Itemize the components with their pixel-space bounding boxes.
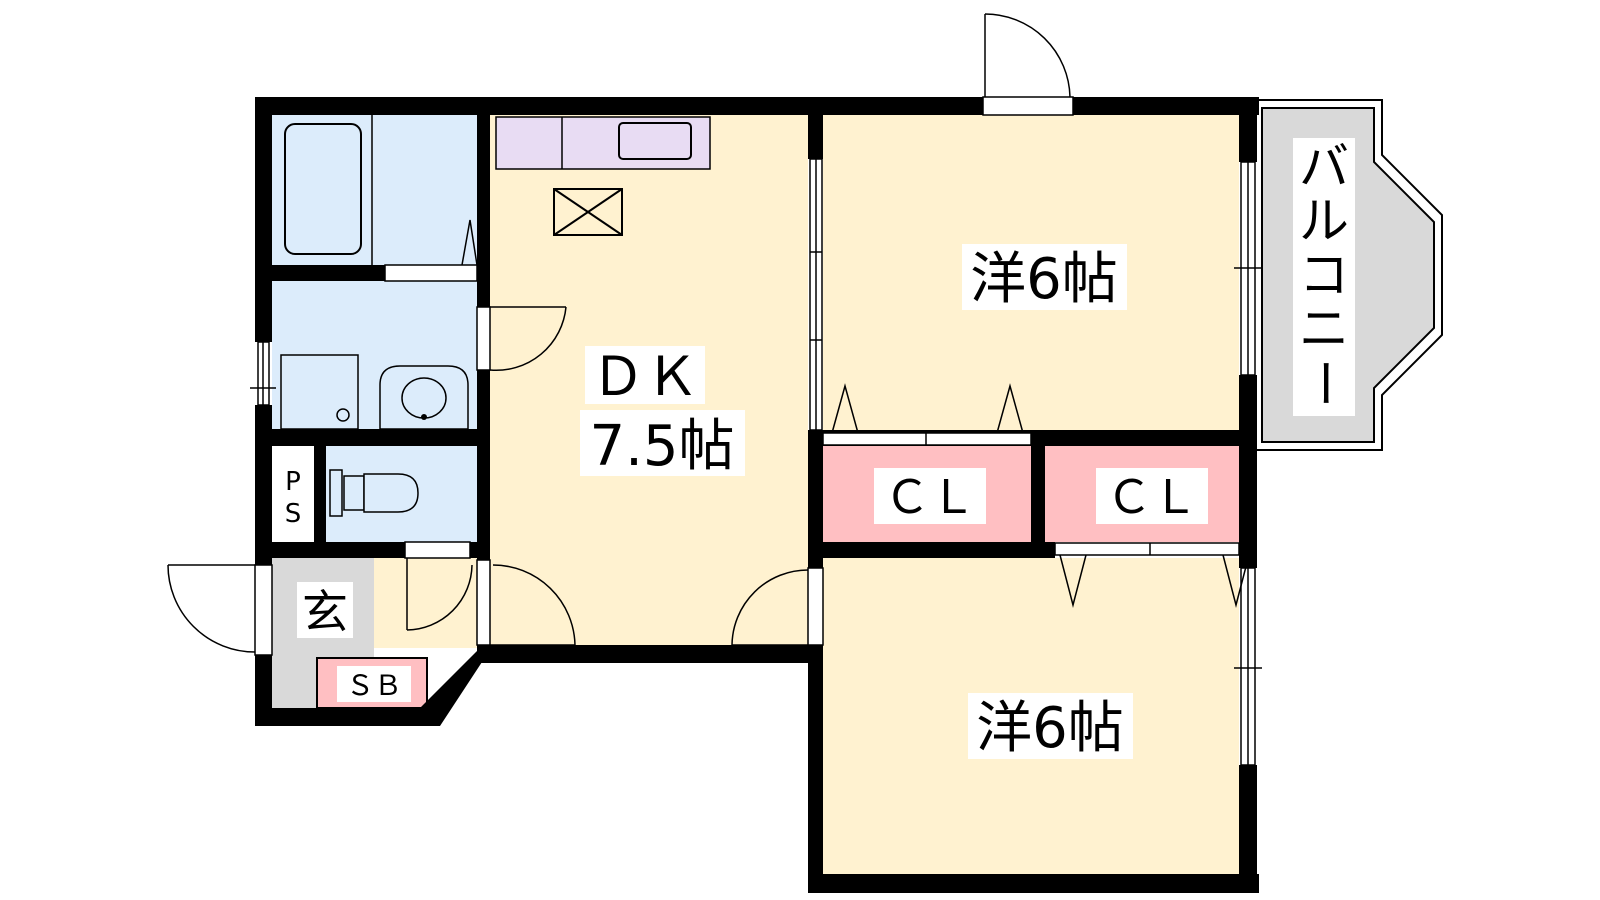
pipe-space-label-s: S xyxy=(285,499,302,529)
entrance-label: 玄 xyxy=(302,585,348,639)
bathtub xyxy=(284,123,362,255)
shoe-box-label: ＳＢ xyxy=(346,669,402,702)
dk-sliding-door xyxy=(809,158,823,431)
bath-door xyxy=(384,219,478,282)
entrance-door xyxy=(167,564,273,656)
western-upper-label: 洋6帖 xyxy=(970,247,1118,312)
dk-label: ＤＫ xyxy=(591,345,699,408)
closet-right-doors xyxy=(1054,542,1250,608)
openings xyxy=(167,13,1262,766)
walls xyxy=(255,97,1259,893)
closet-left-label: ＣＬ xyxy=(884,470,976,524)
closet-right-label: ＣＬ xyxy=(1106,470,1198,524)
balcony-label-4: ニ xyxy=(1299,300,1349,358)
balcony-label-5: ー xyxy=(1295,358,1353,408)
pipe-space-label-p: P xyxy=(285,467,301,497)
western-lower-label: 洋6帖 xyxy=(976,696,1124,761)
toilet-bowl xyxy=(329,469,419,517)
washroom-door xyxy=(476,306,567,372)
western-lower-window xyxy=(1234,567,1262,766)
western-lower-door xyxy=(731,567,824,646)
dk-size-label: 7.5帖 xyxy=(589,414,734,479)
wash-basin xyxy=(379,365,469,430)
fixtures xyxy=(280,115,469,517)
toilet-door xyxy=(404,541,473,631)
closet-left-doors xyxy=(822,383,1032,446)
ventilation-fan xyxy=(553,188,623,236)
balcony-label-2: ル xyxy=(1299,192,1349,250)
balcony-label-3: コ xyxy=(1299,246,1349,304)
top-swing-door xyxy=(982,13,1074,116)
kitchen xyxy=(495,116,711,236)
dk-hall-door xyxy=(476,559,576,646)
washroom-window xyxy=(250,341,276,406)
labels: ＤＫ 7.5帖 洋6帖 洋6帖 ＣＬ ＣＬ 玄 ＳＢ P S バ ル コ ニ ー xyxy=(276,138,1355,761)
hall-floor xyxy=(374,558,477,648)
sink xyxy=(618,122,692,160)
western-upper-window xyxy=(1234,161,1262,376)
balcony-label-1: バ xyxy=(1299,138,1349,196)
washing-machine-pan xyxy=(280,354,359,430)
